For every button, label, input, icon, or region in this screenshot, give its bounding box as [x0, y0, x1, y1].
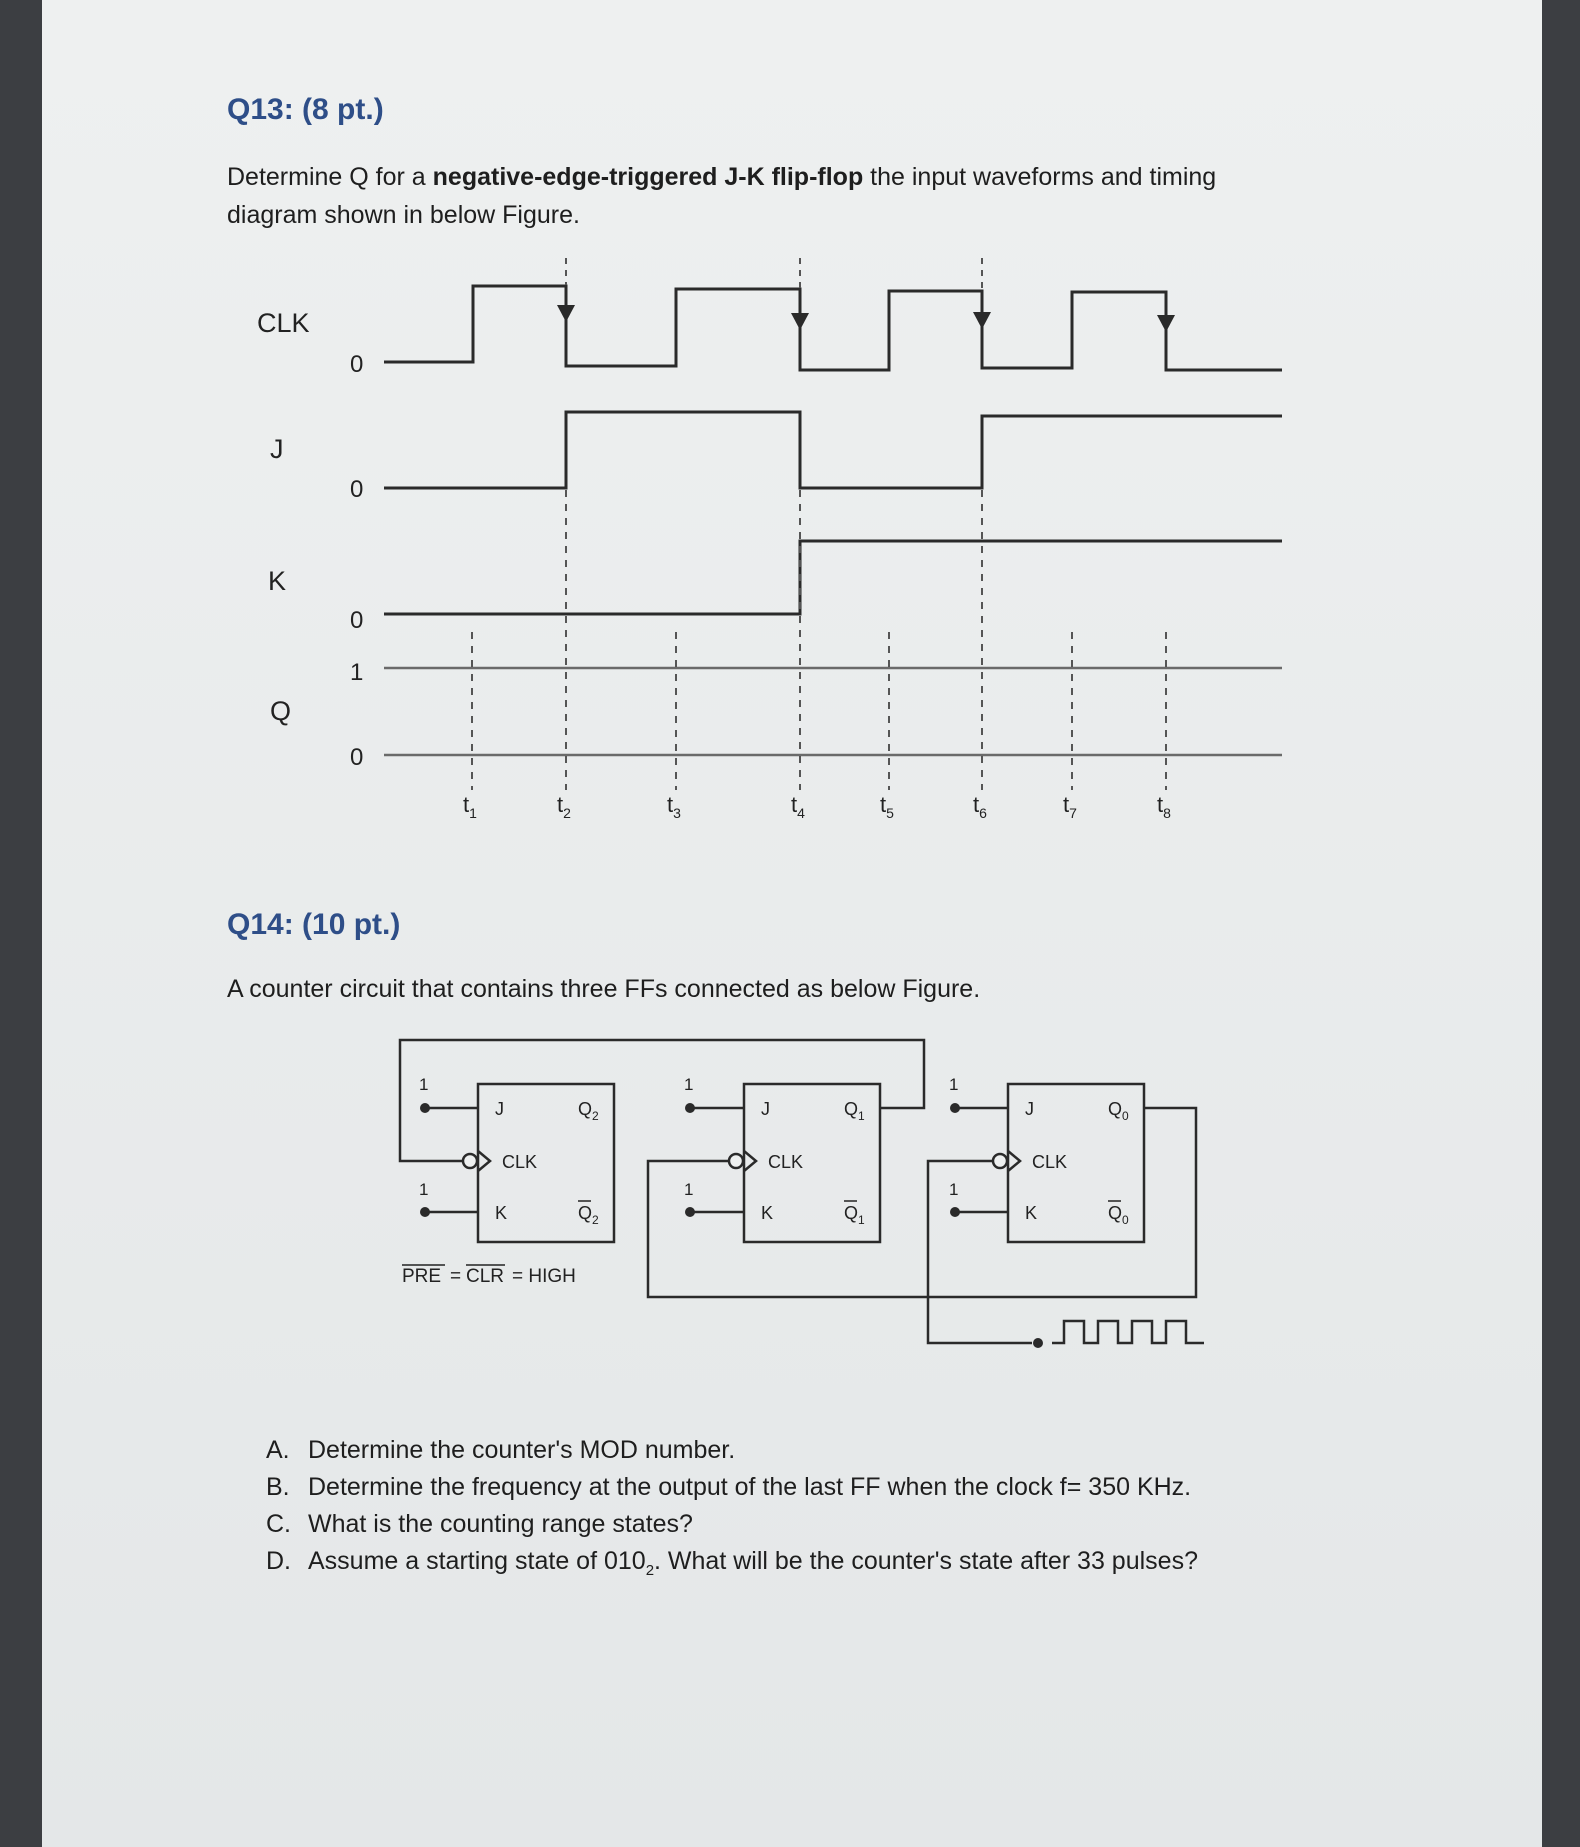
ff1-k-one-label: 1 — [684, 1180, 693, 1199]
high-label: = HIGH — [512, 1266, 576, 1287]
ff0-k-label: K — [1025, 1203, 1037, 1223]
time-label-t6: t6 — [973, 792, 987, 821]
q13-text-bold: negative-edge-triggered J-K flip-flop — [432, 163, 864, 191]
ff1-j-one-label: 1 — [684, 1075, 693, 1094]
q1-feedback-wire — [398, 1038, 926, 1163]
counter-circuit-diagram: 1 1 1 1 1 1 J CLK K Q2 Q2 J CLK K Q1 Q1 … — [398, 1038, 1204, 1348]
ff2-k-one-label: 1 — [419, 1180, 428, 1199]
ff2-k-label: K — [495, 1203, 507, 1223]
q0-feedback-wire — [646, 1106, 1198, 1299]
time-label-t2: t2 — [557, 792, 571, 821]
monitor-screen: Q13: (8 pt.) Determine Q for a negative-… — [42, 0, 1542, 1847]
ff2-j-label: J — [495, 1099, 504, 1119]
ff0-qbar-label: Q0 — [1108, 1203, 1129, 1227]
equals-label: = — [450, 1266, 461, 1287]
clk-waveform — [384, 284, 1282, 372]
ff0-j-label: J — [1025, 1099, 1034, 1119]
q-low-level-label: 0 — [350, 744, 363, 771]
question-d: D.Assume a starting state of 0102. What … — [266, 1547, 1198, 1579]
clk-signal-label: CLK — [257, 308, 310, 338]
ff2-clk-bubble — [461, 1152, 479, 1170]
clock-input-wire — [926, 1159, 1032, 1345]
time-label-t8: t8 — [1157, 792, 1171, 821]
timing-diagram: CLK J K Q 0 0 0 1 0 — [257, 258, 1282, 821]
ff2-q-label: Q2 — [578, 1099, 599, 1123]
ff1-qbar-label: Q1 — [844, 1203, 865, 1227]
negative-edge-arrow-icon — [973, 312, 991, 329]
k-waveform — [384, 539, 1282, 616]
question-a: A.Determine the counter's MOD number. — [266, 1436, 736, 1464]
q13-text-mid: the input waveforms and timing — [863, 163, 1217, 191]
ff0-k-one-label: 1 — [949, 1180, 958, 1199]
j-signal-label: J — [270, 434, 284, 464]
negative-edge-arrow-icon — [557, 305, 575, 322]
q13-heading: Q13: (8 pt.) — [227, 93, 384, 126]
k-signal-label: K — [268, 566, 286, 596]
j-waveform — [384, 410, 1282, 490]
time-label-t3: t3 — [667, 792, 681, 821]
clock-pulse-icon — [1052, 1319, 1204, 1345]
ff1-j-label: J — [761, 1099, 770, 1119]
q-signal-label: Q — [270, 696, 291, 726]
time-label-t1: t1 — [463, 792, 477, 821]
question-b: B.Determine the frequency at the output … — [266, 1473, 1192, 1501]
ff1-q-label: Q1 — [844, 1099, 865, 1123]
time-label-t5: t5 — [880, 792, 894, 821]
preset-clear-note: PRE = CLR = HIGH — [402, 1264, 576, 1287]
ff0-j-one-label: 1 — [949, 1075, 958, 1094]
q14-text: A counter circuit that contains three FF… — [227, 975, 981, 1003]
ff2-j-one-label: 1 — [419, 1075, 428, 1094]
time-label-t4: t4 — [791, 792, 805, 821]
ff2-qbar-label: Q2 — [578, 1203, 599, 1227]
ff0-q-label: Q0 — [1108, 1099, 1129, 1123]
q14-heading: Q14: (10 pt.) — [227, 908, 401, 941]
q13-text-line2: diagram shown in below Figure. — [227, 201, 580, 229]
pre-label: PRE — [402, 1266, 441, 1287]
question-list: A.Determine the counter's MOD number. B.… — [266, 1432, 1198, 1580]
negative-edge-arrow-icon — [1157, 315, 1175, 332]
k-low-level-label: 0 — [350, 607, 363, 634]
negative-edge-arrow-icon — [791, 313, 809, 330]
q13-text-pre: Determine Q for a — [227, 163, 433, 191]
time-label-t7: t7 — [1063, 792, 1077, 821]
ff0-clk-label: CLK — [1032, 1152, 1067, 1172]
clk-low-level-label: 0 — [350, 351, 363, 378]
ff1-clk-label: CLK — [768, 1152, 803, 1172]
q-high-level-label: 1 — [350, 659, 363, 686]
time-marker-lines — [471, 490, 1167, 790]
ff1-k-label: K — [761, 1203, 773, 1223]
clr-label: CLR — [466, 1266, 504, 1287]
j-low-level-label: 0 — [350, 476, 363, 503]
ff0-clk-bubble — [991, 1152, 1009, 1170]
q13-text: Determine Q for a negative-edge-triggere… — [227, 158, 1377, 234]
ff1-clk-bubble — [727, 1152, 745, 1170]
question-c: C.What is the counting range states? — [266, 1510, 693, 1538]
document-page: Q13: (8 pt.) Determine Q for a negative-… — [42, 0, 1542, 1847]
ff2-clk-label: CLK — [502, 1152, 537, 1172]
